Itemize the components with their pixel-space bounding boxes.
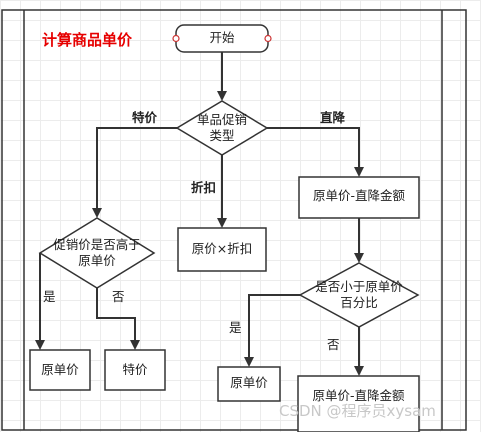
decision-special-higher-label-1: 促销价是否高于 bbox=[53, 237, 141, 252]
start-node-handle-left bbox=[172, 34, 180, 43]
process-direct-minus-label: 原单价-直降金额 bbox=[312, 188, 405, 203]
decision-promotion-type-label-1: 单品促销 bbox=[196, 112, 247, 127]
edge-label-yes-right: 是 bbox=[229, 320, 242, 335]
start-node-label: 开始 bbox=[209, 30, 235, 45]
result-original-price-right-label: 原单价 bbox=[230, 375, 268, 390]
edge-label-special: 特价 bbox=[132, 110, 158, 125]
edge-type-direct bbox=[267, 127, 364, 177]
edge-label-discount: 折扣 bbox=[191, 180, 217, 195]
diagram-title: 计算商品单价 bbox=[42, 31, 133, 49]
result-original-price-right bbox=[217, 366, 281, 402]
edge-label-no-right: 否 bbox=[327, 337, 340, 352]
edge-type-special bbox=[92, 127, 177, 218]
result-direct-minus-label: 原单价-直降金额 bbox=[312, 388, 405, 403]
edge-label-no-left: 否 bbox=[112, 289, 125, 304]
edge-label-direct: 直降 bbox=[320, 110, 346, 125]
edge-special-no bbox=[96, 288, 140, 350]
edge-label-yes-left: 是 bbox=[43, 289, 56, 304]
edge-check-yes bbox=[244, 294, 300, 367]
result-direct-minus bbox=[297, 375, 420, 432]
result-special-price-label: 特价 bbox=[122, 362, 148, 377]
watermark: CSDN @程序员xysam bbox=[279, 402, 436, 420]
decision-less-than-percent-label-2: 百分比 bbox=[340, 295, 378, 310]
decision-promotion-type-label-2: 类型 bbox=[209, 128, 235, 143]
process-discount-label: 原价×折扣 bbox=[191, 241, 253, 256]
decision-special-higher-label-2: 原单价 bbox=[78, 253, 116, 268]
start-node-handle-right bbox=[264, 34, 272, 43]
swimlane-frame bbox=[1, 9, 467, 431]
result-original-price-left bbox=[29, 349, 91, 391]
decision-less-than-percent-label-1: 是否小于原单价 bbox=[315, 279, 403, 294]
result-original-price-left-label: 原单价 bbox=[41, 362, 79, 377]
process-discount bbox=[177, 227, 267, 272]
result-special-price bbox=[104, 349, 166, 391]
